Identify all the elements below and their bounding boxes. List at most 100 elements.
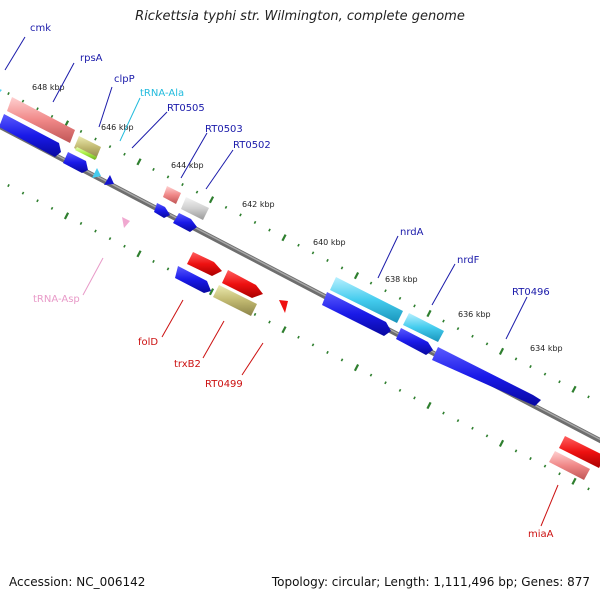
gene-small-blue-feature[interactable] <box>104 175 114 185</box>
topology-text: Topology: circular; Length: 1,111,496 bp… <box>271 575 590 589</box>
inner-track-tick <box>442 411 445 415</box>
gene-label-nrdf[interactable]: nrdF <box>457 255 480 266</box>
gene-rt0502-feature[interactable] <box>181 197 209 220</box>
inner-track-tick <box>456 419 460 423</box>
inner-track-tick <box>21 191 25 195</box>
inner-track-tick <box>543 464 547 468</box>
gene-label-rpsa[interactable]: rpsA <box>80 53 103 64</box>
outer-track-tick <box>94 137 97 141</box>
gene-nrda-feature[interactable] <box>330 277 403 323</box>
inner-track-tick <box>208 288 215 296</box>
outer-track-tick <box>353 271 360 280</box>
gene-miaa-feature[interactable] <box>559 436 600 468</box>
gene-nrda-blue-feature[interactable] <box>322 292 391 336</box>
gene-rt0506-feature[interactable] <box>0 114 61 157</box>
inner-track-tick <box>136 250 142 258</box>
leader-rt0503 <box>180 132 208 179</box>
outer-track-tick <box>239 213 242 217</box>
outer-track-tick <box>340 266 344 270</box>
gene-label-trxb2[interactable]: trxB2 <box>174 359 201 370</box>
leader-rt0505 <box>131 111 168 149</box>
inner-track-tick <box>558 472 561 476</box>
inner-track-tick <box>353 363 360 372</box>
inner-track-tick <box>79 221 83 225</box>
leader-cmk <box>4 36 26 71</box>
scale-label-636: 636 kbp <box>458 310 491 319</box>
inner-track-tick <box>514 449 518 453</box>
trna-ala-feature[interactable] <box>92 168 101 178</box>
gene-trxb2-feature[interactable] <box>222 270 263 298</box>
leader-rt0502 <box>205 149 234 190</box>
trna-asp-feature[interactable] <box>122 217 130 228</box>
outer-track-tick <box>281 234 287 242</box>
outer-track-tick <box>224 205 228 209</box>
gene-clpp-feature[interactable] <box>74 136 101 159</box>
outer-track-tick <box>36 107 39 111</box>
outer-track-tick <box>571 385 577 393</box>
gene-label-rt0496[interactable]: RT0496 <box>512 287 550 298</box>
inner-track-tick <box>36 199 39 203</box>
outer-track-tick <box>166 175 170 179</box>
leader-miaa <box>540 484 559 527</box>
gene-fold-blue-feature[interactable] <box>175 266 211 293</box>
gene-label-nrda[interactable]: nrdA <box>400 227 424 238</box>
inner-track-tick <box>398 388 402 392</box>
gene-rpsa-feature[interactable] <box>7 97 75 143</box>
inner-track-tick <box>587 487 590 491</box>
gene-blue-a-feature[interactable] <box>154 203 170 218</box>
gene-cmk-feature[interactable] <box>0 88 2 94</box>
outer-track-tick <box>326 258 329 262</box>
outer-track-tick <box>311 251 315 255</box>
outer-track-tick <box>136 158 142 166</box>
leader-trna-asp <box>82 257 104 296</box>
genome-backbone <box>0 123 600 444</box>
inner-track-tick <box>340 358 344 362</box>
gene-rt0503-feature[interactable] <box>163 186 181 204</box>
leader-trna-ala <box>119 97 141 142</box>
outer-track-tick <box>181 183 184 187</box>
gene-rt0499-feature[interactable] <box>279 300 288 313</box>
outer-track-tick <box>413 304 416 308</box>
gene-miaa-pink-feature[interactable] <box>549 451 590 480</box>
outer-track-tick <box>369 281 373 285</box>
gene-label-cmk[interactable]: cmk <box>30 23 51 34</box>
outer-track-tick <box>587 395 590 399</box>
outer-track-tick <box>123 152 126 156</box>
outer-track-tick <box>456 327 460 331</box>
inner-track-tick <box>384 381 387 385</box>
outer-track-tick <box>152 167 155 171</box>
inner-track-tick <box>152 259 155 263</box>
inner-tick-track <box>7 184 590 491</box>
scale-label-642: 642 kbp <box>242 200 275 209</box>
outer-track-tick <box>21 99 25 103</box>
outer-track-tick <box>297 243 300 247</box>
gene-label-clpp[interactable]: clpP <box>114 74 135 85</box>
scale-label-646: 646 kbp <box>101 123 134 132</box>
gene-trxb2-khaki-feature[interactable] <box>213 285 257 316</box>
gene-label-rt0499[interactable]: RT0499 <box>205 379 243 390</box>
inner-track-tick <box>311 343 315 347</box>
leader-fold <box>161 299 184 338</box>
outer-track-tick <box>208 196 215 204</box>
gene-label-rt0505[interactable]: RT0505 <box>167 103 205 114</box>
inner-track-tick <box>426 401 432 410</box>
gene-rt0505-feature[interactable] <box>63 152 88 173</box>
outer-track-tick <box>485 342 489 346</box>
gene-nrdf-blue-feature[interactable] <box>396 328 433 355</box>
gene-label-trna-asp[interactable]: tRNA-Asp <box>33 294 80 305</box>
gene-fold-feature[interactable] <box>187 252 222 276</box>
gene-label-rt0502[interactable]: RT0502 <box>233 140 271 151</box>
gene-label-trna-ala[interactable]: tRNA-Ala <box>140 88 184 99</box>
scale-label-634: 634 kbp <box>530 344 563 353</box>
gene-label-fold[interactable]: folD <box>138 337 158 348</box>
gene-label-miaa[interactable]: miaA <box>528 529 554 540</box>
gene-nrdf-feature[interactable] <box>403 313 444 342</box>
gene-rt0496-feature[interactable] <box>432 347 541 406</box>
leader-clpp <box>98 86 113 128</box>
gene-blue-b-feature[interactable] <box>173 213 197 232</box>
gene-label-rt0503[interactable]: RT0503 <box>205 124 243 135</box>
gene-clpp-flank-feature[interactable] <box>75 147 97 160</box>
outer-tick-track <box>7 92 590 399</box>
